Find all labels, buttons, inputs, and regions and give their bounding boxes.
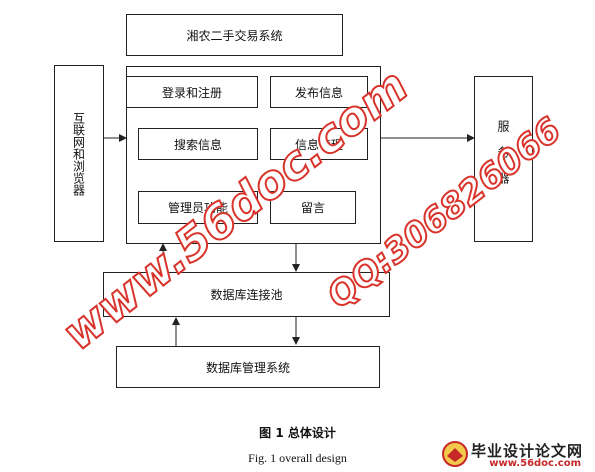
dbms-label: 数据库管理系统 — [205, 360, 290, 375]
title-box: 湘农二手交易系统 — [126, 14, 343, 56]
module-message-label: 留言 — [300, 201, 325, 215]
module-admin-label: 管理员功能 — [167, 201, 228, 215]
figure-caption-cn: 图 1 总体设计 — [259, 426, 336, 440]
title-box-label: 湘农二手交易系统 — [186, 28, 283, 43]
module-login: 登录和注册 — [126, 76, 258, 108]
module-search-label: 搜索信息 — [173, 137, 222, 152]
brand-name: 毕业设计论文网 — [470, 442, 583, 460]
dbms-box: 数据库管理系统 — [116, 346, 380, 388]
client-box: 互联网和浏览器 — [54, 65, 104, 242]
module-publish: 发布信息 — [270, 76, 368, 108]
module-info-manage: 信息管理 — [270, 128, 368, 160]
module-message: 留言 — [270, 191, 356, 224]
server-box: 服务器 — [474, 76, 533, 242]
module-info-manage-label: 信息管理 — [294, 137, 343, 152]
module-login-label: 登录和注册 — [161, 85, 222, 100]
module-search: 搜索信息 — [138, 128, 258, 160]
brand-logo-block: 毕业设计论文网 www.56doc.com — [439, 440, 589, 470]
db-pool-label: 数据库连接池 — [210, 288, 283, 302]
module-publish-label: 发布信息 — [294, 85, 343, 100]
brand-url: www.56doc.com — [489, 458, 581, 469]
server-box-label: 服务器 — [496, 120, 510, 198]
module-admin: 管理员功能 — [138, 191, 258, 224]
db-pool-box: 数据库连接池 — [103, 272, 390, 317]
figure-caption-en: Fig. 1 overall design — [248, 451, 347, 465]
brand-logo-icon — [442, 441, 468, 467]
client-box-label: 互联网和浏览器 — [71, 111, 86, 196]
